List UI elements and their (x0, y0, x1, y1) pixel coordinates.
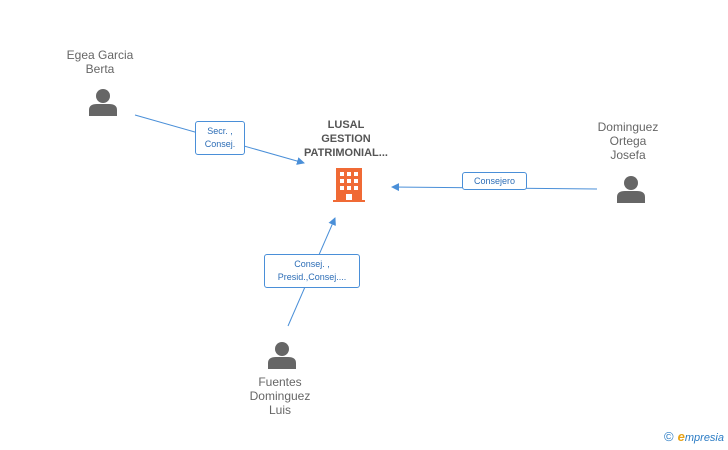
person-icon[interactable] (89, 88, 117, 116)
person-name-egea[interactable]: Egea Garcia Berta (66, 48, 134, 76)
person-name-dominguez[interactable]: Dominguez Ortega Josefa (597, 120, 659, 162)
relation-label-fuentes[interactable]: Consej. , Presid.,Consej.... (264, 254, 360, 288)
empresia-logo[interactable]: empresia (678, 429, 724, 444)
brand-footer: © empresia (664, 429, 724, 444)
brand-rest: mpresia (684, 432, 724, 444)
relation-label-egea[interactable]: Secr. , Consej. (195, 121, 245, 155)
building-icon[interactable] (333, 168, 365, 202)
brand-first-letter: e (677, 429, 685, 444)
relation-label-dominguez[interactable]: Consejero (462, 172, 527, 190)
copyright-symbol: © (664, 429, 674, 444)
person-icon[interactable] (617, 175, 645, 203)
person-icon[interactable] (268, 341, 296, 369)
person-name-fuentes[interactable]: Fuentes Dominguez Luis (249, 375, 311, 417)
company-name[interactable]: LUSAL GESTION PATRIMONIAL... (304, 119, 388, 159)
